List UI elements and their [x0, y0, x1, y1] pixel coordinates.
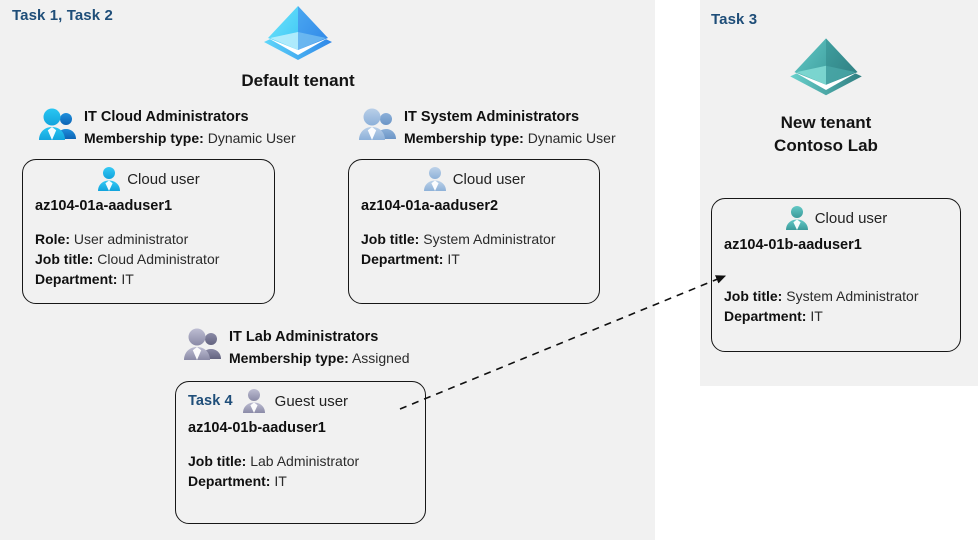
user-attribute-label: Job title: [35, 250, 94, 267]
user-kind-label: Cloud user [814, 209, 888, 227]
user-card-guest-aaduser1b: Task 4 Guest user az104-01b-aaduser1 Job… [175, 381, 426, 524]
user-card-header: Cloud user [23, 164, 274, 194]
user-attributes: Job title: System Administrator Departme… [349, 214, 599, 270]
user-attribute-value: Lab Administrator [250, 453, 360, 469]
cloud-user-icon [98, 167, 121, 191]
user-attribute-label: Department: [724, 307, 807, 324]
group-title: IT Cloud Administrators [84, 109, 249, 125]
user-upn: az104-01b-aaduser1 [724, 237, 862, 253]
user-attribute-value: IT [274, 472, 287, 489]
group-membership-type-label: Membership type: [229, 350, 349, 367]
group-users-icon [359, 108, 396, 140]
group-it-system-administrators: IT System Administrators Membership type… [358, 106, 616, 148]
user-attribute-job-title: Job title: System Administrator [361, 230, 599, 250]
user-card-header: Cloud user [712, 203, 960, 233]
group-membership-type-label: Membership type: [404, 130, 524, 147]
user-attribute-label: Job title: [361, 231, 420, 247]
user-attributes: Role: User administrator Job title: Clou… [23, 214, 274, 290]
user-card-header: Cloud user [349, 164, 599, 194]
group-title: IT System Administrators [404, 109, 580, 125]
user-attribute-job-title: Job title: Cloud Administrator [35, 250, 274, 270]
new-tenant-block: New tenant Contoso Lab [736, 34, 916, 158]
group-users-icon [184, 328, 221, 360]
default-tenant-block: Default tenant [208, 2, 388, 93]
user-upn: az104-01b-aaduser1 [188, 420, 326, 436]
new-tenant-caption-line2: Contoso Lab [774, 135, 878, 155]
user-attribute-value: System Administrator [786, 288, 919, 304]
user-attribute-department: Department: IT [724, 307, 960, 327]
user-attribute-label: Department: [361, 250, 444, 267]
user-attribute-value: IT [447, 250, 460, 267]
group-membership-type: Membership type: Dynamic User [84, 128, 296, 148]
user-card-aaduser1: Cloud user az104-01a-aaduser1 Role: User… [22, 159, 275, 304]
user-attribute-role: Role: User administrator [35, 230, 274, 250]
group-it-lab-administrators: IT Lab Administrators Membership type: A… [183, 326, 410, 368]
user-upn: az104-01a-aaduser2 [361, 198, 499, 214]
guest-user-icon [242, 389, 265, 413]
group-membership-type: Membership type: Assigned [229, 348, 410, 368]
task-label-left-panel: Task 1, Task 2 [12, 7, 113, 24]
azure-ad-tenant-icon [264, 6, 332, 60]
group-membership-type-value: Dynamic User [527, 130, 616, 147]
azure-ad-tenant-icon [790, 38, 862, 96]
user-attribute-value: System Administrator [423, 231, 556, 247]
user-upn: az104-01a-aaduser1 [35, 198, 173, 214]
task-label-right-panel: Task 3 [711, 11, 758, 28]
group-it-cloud-administrators: IT Cloud Administrators Membership type:… [38, 106, 296, 148]
user-kind-label: Guest user [274, 392, 349, 410]
group-users-icon [39, 108, 76, 140]
user-kind-label: Cloud user [452, 170, 526, 188]
new-tenant-caption-line1: New tenant [780, 113, 872, 132]
user-attribute-label: Department: [35, 270, 118, 287]
user-attributes: Job title: System Administrator Departme… [712, 253, 960, 327]
user-attribute-department: Department: IT [361, 250, 599, 270]
user-attribute-label: Job title: [724, 288, 783, 304]
user-attribute-value: User administrator [73, 231, 189, 247]
group-membership-type-value: Dynamic User [207, 130, 296, 147]
group-title: IT Lab Administrators [229, 329, 379, 345]
user-card-aaduser2: Cloud user az104-01a-aaduser2 Job title:… [348, 159, 600, 304]
user-card-header: Task 4 Guest user [176, 386, 425, 416]
group-membership-type-value: Assigned [351, 350, 410, 367]
user-attributes: Job title: Lab Administrator Department:… [176, 436, 425, 492]
group-membership-type: Membership type: Dynamic User [404, 128, 616, 148]
user-attribute-label: Role: [35, 231, 70, 247]
user-attribute-value: IT [810, 307, 823, 324]
task-label-card: Task 4 [188, 393, 233, 409]
default-tenant-caption: Default tenant [241, 71, 355, 90]
user-attribute-department: Department: IT [188, 472, 425, 492]
cloud-user-icon [785, 206, 808, 230]
user-attribute-value: IT [121, 270, 134, 287]
user-attribute-department: Department: IT [35, 270, 274, 290]
user-attribute-job-title: Job title: System Administrator [724, 287, 960, 307]
cloud-user-icon [423, 167, 446, 191]
user-attribute-job-title: Job title: Lab Administrator [188, 452, 425, 472]
user-attribute-value: Cloud Administrator [97, 250, 220, 267]
user-attribute-label: Job title: [188, 453, 247, 469]
user-attribute-label: Department: [188, 472, 271, 489]
group-membership-type-label: Membership type: [84, 130, 204, 147]
user-kind-label: Cloud user [127, 170, 200, 188]
user-card-aaduser1b-new-tenant: Cloud user az104-01b-aaduser1 Job title:… [711, 198, 961, 352]
